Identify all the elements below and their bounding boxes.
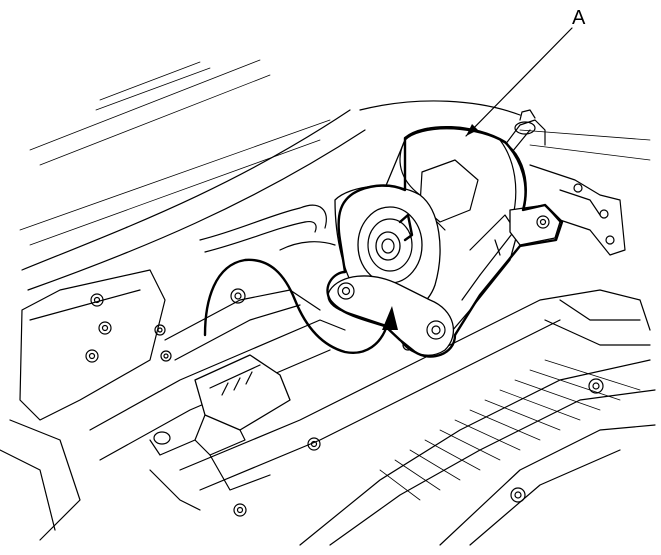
engine-mount-a [327, 109, 626, 356]
wiring-harness [89, 288, 346, 511]
callout-label-a: A [572, 7, 586, 29]
left-bracket [0, 269, 166, 541]
routing-arrow [203, 258, 398, 354]
fender-panel-lines [19, 59, 651, 291]
transmission-case [179, 289, 656, 546]
hoses [199, 204, 336, 253]
callout-leader-line [465, 27, 573, 137]
callout-arrowhead [466, 124, 478, 136]
